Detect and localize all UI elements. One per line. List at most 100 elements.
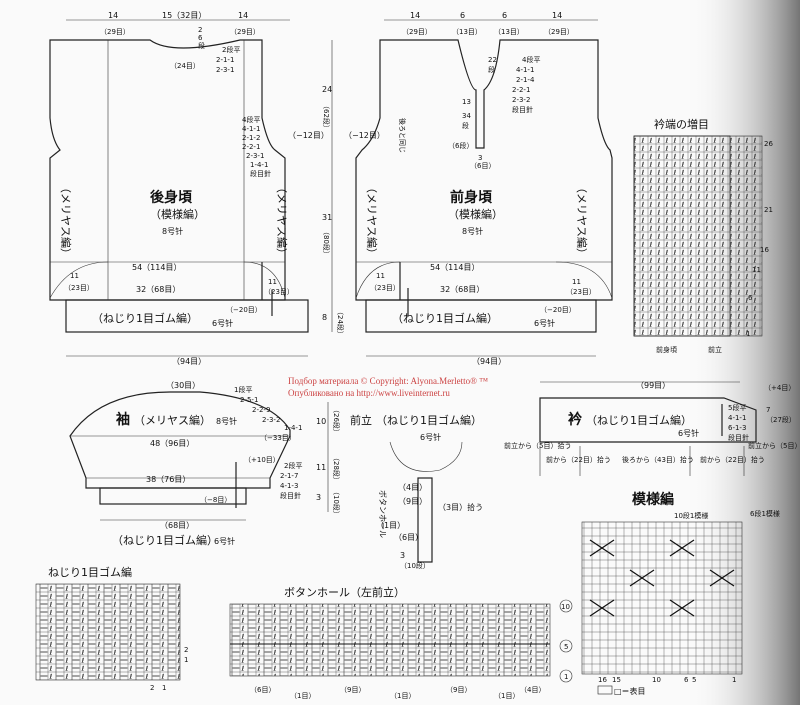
- collar-pick-2: 後ろから（43目）拾う: [622, 455, 694, 464]
- pattern-legend: □＝表目: [614, 686, 646, 696]
- collar-chart-title: 衿端の増目: [654, 117, 709, 131]
- front-neck-dec-1: 4-1-1: [516, 66, 534, 74]
- pattern-repeat6: 6段1模様: [750, 509, 780, 518]
- front-v34: 34: [462, 112, 471, 120]
- sleeve-side-inc-0: 2段平: [284, 461, 302, 470]
- back-rib-needle: 6号针: [212, 318, 233, 328]
- sleeve-outline: [69, 391, 291, 489]
- back-needle: 8号针: [162, 226, 183, 236]
- back-curve-left: [49, 261, 109, 299]
- collar-chart-label-3: 11: [752, 266, 761, 274]
- collar-chart-front: 前身頃: [656, 345, 677, 354]
- back-top-15: 15（32目）: [162, 11, 206, 20]
- placket-needle: 6号针: [420, 432, 441, 442]
- sleeve-cap-dec-4: 1-4-1: [284, 424, 302, 432]
- button-marker-1-ring: [559, 669, 573, 683]
- rib-chart: ねじり1目ゴム編 2 1 2 1: [35, 565, 188, 692]
- button-marker-5-ring: [559, 639, 573, 653]
- sleeve-top: （30目）: [166, 381, 200, 390]
- back-top-14-right: 14: [238, 11, 248, 20]
- front-width32: 32（68目）: [440, 285, 484, 294]
- placket-neck-curve: [389, 441, 463, 472]
- back-piece: 14 （29目） 15（32目） 14 （29目） （24目） 2 6 段 2段…: [49, 11, 329, 366]
- collar-chart-label-4: 6: [748, 294, 753, 302]
- sleeve-w38: 38（76目）: [146, 475, 190, 484]
- back-side23-left: （23目）: [64, 284, 94, 292]
- pattern-legend-box: [597, 685, 613, 695]
- back-side11-left: 11: [70, 272, 79, 280]
- collar-chart-label-5: 1: [746, 330, 750, 338]
- pattern-chart-grid: [581, 521, 743, 675]
- collar-r7: 7: [766, 406, 770, 414]
- placket-strip: [417, 477, 433, 563]
- placket-s1: （1目）: [376, 521, 405, 530]
- rib-chart-right-0: 2: [184, 646, 188, 654]
- button-bottom-5: （1目）: [494, 692, 519, 700]
- button-marker-10: 10: [561, 603, 570, 611]
- back-rib-band: [65, 299, 309, 333]
- front-dec20: （−20目）: [540, 306, 576, 314]
- sleeve-dec8: （−8目）: [200, 496, 231, 504]
- collar-needle: 6号针: [678, 428, 699, 438]
- back-dec20: （−20目）: [226, 306, 262, 314]
- sleeve-w48: 48（96目）: [150, 439, 194, 448]
- front-rib-label: （ねじり1目ゴム編）: [392, 311, 498, 325]
- button-bottom-2: （9目）: [340, 686, 365, 694]
- collar-chart-label-2: 16: [760, 246, 769, 254]
- pattern-col-5: 1: [732, 676, 736, 684]
- sleeve-r28: （28段）: [332, 454, 341, 484]
- collar-piece: （99目） （+4目） 衿 （ねじり1目ゴム編） 6号针 5段平 4-1-1 6…: [504, 381, 800, 476]
- front-side23-left: （23目）: [370, 284, 400, 292]
- back-arm-dec-0: 4段平: [242, 115, 260, 124]
- pattern-repeat: 10段1模様: [674, 511, 708, 520]
- front-side23-right: （23目）: [566, 288, 596, 296]
- front-neck-dec-5: 段目針: [512, 105, 533, 114]
- pattern-cable-crosses: [589, 539, 735, 617]
- collar-total: （99目）: [636, 381, 670, 390]
- front-v6: （6段）: [448, 141, 473, 150]
- front-top-29-right: （29目）: [544, 28, 574, 36]
- front-neck-dec-0: 4段平: [522, 55, 540, 64]
- collar-chart-grid: [633, 135, 763, 337]
- vert-31: 31: [322, 213, 332, 222]
- front-v13: 13: [462, 98, 471, 106]
- back-neck-24: （24目）: [170, 62, 200, 70]
- front-outline: [355, 39, 613, 301]
- front-curve-left: [355, 261, 401, 299]
- placket-holes: ボタンホール: [378, 490, 387, 538]
- button-bottom-3: （1目）: [390, 692, 415, 700]
- front-needle: 8号针: [462, 226, 483, 236]
- sleeve-r10: 10: [316, 417, 326, 426]
- button-bottom-4: （9目）: [446, 686, 471, 694]
- back-width32: 32（68目）: [136, 285, 180, 294]
- placket-r10: （10段）: [400, 561, 430, 570]
- front-top-14-right: 14: [552, 11, 562, 20]
- back-top-14-left: 14: [108, 11, 118, 20]
- sleeve-inc10: （+10目）: [244, 456, 280, 464]
- back-arm-dec-2: 2-1-2: [242, 134, 260, 142]
- front-v34b: 段: [462, 121, 469, 130]
- sleeve-rib: （ねじり1目ゴム編）: [112, 533, 218, 547]
- back-outline: [49, 39, 286, 301]
- sleeve-r26: （26段）: [332, 406, 341, 436]
- button-marker-5: 5: [564, 643, 568, 651]
- front-same-as-back: 後ろと同じ: [398, 118, 407, 153]
- collar-pick-0: 前立から（5目）拾う: [504, 441, 571, 450]
- back-neck-rows-0: 2: [198, 26, 202, 34]
- back-arm-dec-4: 2-3-1: [246, 152, 264, 160]
- sleeve-side-inc-2: 4-1-3: [280, 482, 298, 490]
- front-neck-dec-4: 2-3-2: [512, 96, 530, 104]
- button-chart-grid: [229, 603, 551, 677]
- collar-outline: [539, 397, 757, 443]
- button-bottom-6: （4目）: [520, 686, 545, 694]
- sleeve-piece: （30目） 袖 （メリヤス編） 8号针 48（96目） （−33目） （+10目…: [69, 381, 341, 547]
- front-rib-needle: 6号针: [534, 318, 555, 328]
- collar-inc-2: 6-1-3: [728, 424, 746, 432]
- front-top-13-left: （13目）: [452, 28, 482, 36]
- back-side-right: （メリヤス編）: [275, 182, 289, 259]
- back-top-29-left: （29目）: [100, 28, 130, 36]
- front-title: 前身頃: [450, 189, 493, 206]
- front-side11-right: 11: [572, 278, 581, 286]
